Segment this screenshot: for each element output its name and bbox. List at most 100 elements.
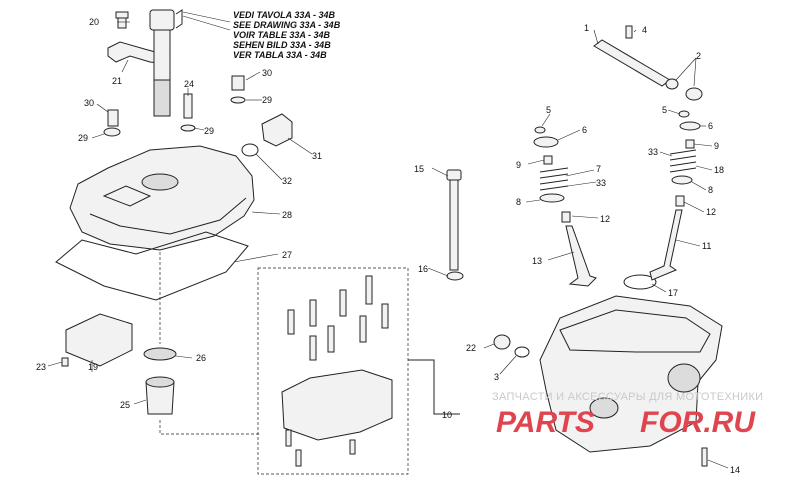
cover-guide-lines: [159, 252, 260, 435]
watermark: ЗАПЧАСТИ И АКСЕССУАРЫ ДЛЯ МОТОТЕХНИКИ PA…: [492, 391, 763, 439]
carrier-leader-10: [408, 359, 460, 415]
oring-32: [241, 143, 259, 157]
keeper-5-left: [534, 126, 546, 134]
callout-21: 21: [112, 76, 122, 86]
callout-29-left: 29: [78, 133, 88, 143]
callout-27: 27: [282, 250, 292, 260]
dowel-14: [701, 447, 708, 467]
bolt-30-right: [231, 75, 245, 91]
callout-16: 16: [418, 264, 428, 274]
callout-28: 28: [282, 210, 292, 220]
callout-11: 11: [702, 241, 711, 251]
callout-4: 4: [642, 25, 647, 35]
callout-29-center: 29: [204, 126, 214, 136]
seal-12-left: [561, 211, 571, 223]
cylinder-head-port: [667, 363, 701, 393]
carrier-bolt: [327, 325, 335, 353]
sensor-head: [149, 9, 175, 31]
spring-18: [669, 149, 697, 173]
screw-23: [61, 357, 69, 367]
valve-13: [565, 225, 597, 287]
dowel-pin: [285, 429, 292, 447]
spring-7: [539, 167, 569, 191]
valve-cover-rib: [89, 197, 247, 235]
washer-8-right: [671, 175, 693, 185]
callout-1: 1: [584, 23, 589, 33]
washer-29-left: [103, 127, 121, 137]
retainer-6-right: [679, 121, 701, 131]
callout-33-left: 33: [596, 178, 606, 188]
callout-17: 17: [668, 288, 678, 298]
carrier-bolt: [339, 289, 347, 317]
callout-31: 31: [312, 151, 322, 161]
plug-22: [493, 334, 511, 350]
callout-10: 10: [442, 410, 452, 420]
callout-15: 15: [414, 164, 424, 174]
carrier-bolts: [287, 275, 389, 361]
cylinder-head-port-2: [589, 397, 619, 419]
callout-6-left: 6: [582, 125, 587, 135]
valve-cover-boss: [102, 185, 152, 207]
reference-note-line-5: VER TABLA 33A - 34B: [233, 50, 327, 60]
gasket-27: [55, 231, 249, 301]
carrier-frame: [257, 267, 409, 475]
rocker-2b: [685, 87, 703, 101]
callout-5-left: 5: [546, 105, 551, 115]
seal-12-right: [675, 195, 685, 207]
callout-3: 3: [494, 372, 499, 382]
callout-18: 18: [714, 165, 724, 175]
dowel-pin: [295, 449, 302, 467]
callout-7: 7: [596, 164, 601, 174]
seal-3: [514, 346, 530, 358]
callout-32: 32: [282, 176, 292, 186]
reference-leader: [182, 11, 231, 31]
camshaft-carrier-10: [281, 369, 393, 441]
callout-22: 22: [466, 343, 476, 353]
reference-note-line-1: VEDI TAVOLA 33A - 34B: [233, 10, 336, 20]
reference-note: VEDI TAVOLA 33A - 34B SEE DRAWING 33A - …: [182, 10, 341, 60]
watermark-brand-a: PARTS: [496, 406, 595, 439]
camshaft-carrier-group: [257, 267, 460, 475]
stud-assembly: [446, 169, 464, 281]
sensor-plug: [175, 9, 183, 29]
washer-8-left: [539, 193, 565, 203]
callout-19: 19: [88, 362, 98, 372]
sensor-assembly: [107, 9, 183, 117]
carrier-bolt: [287, 309, 295, 335]
callout-8-right: 8: [708, 185, 713, 195]
callout-5-right: 5: [662, 105, 667, 115]
reference-note-line-2: SEE DRAWING 33A - 34B: [233, 20, 341, 30]
shaft-1: [593, 39, 671, 87]
carrier-bolt: [309, 299, 317, 327]
sensor-tip: [153, 79, 171, 117]
callout-labels: 20 21 30 29 24 29 30 29 31 32 28 27 19 2…: [36, 17, 740, 475]
callout-30-left: 30: [84, 98, 94, 108]
fitting-31: [261, 113, 293, 147]
seal-26: [143, 347, 177, 361]
callout-9-right: 9: [714, 141, 719, 151]
oring-17: [623, 274, 657, 290]
valve-cover-assembly: [55, 75, 293, 435]
reference-note-line-3: VOIR TABLE 33A - 34B: [233, 30, 331, 40]
retainer-6-left: [533, 136, 559, 148]
dowel-pin: [349, 439, 356, 455]
washer-29-right: [230, 96, 246, 104]
valve-cover-port: [141, 173, 179, 191]
callout-12-left: 12: [600, 214, 610, 224]
bolt-30-left: [107, 109, 119, 127]
callout-26: 26: [196, 353, 206, 363]
callout-14: 14: [730, 465, 740, 475]
sensor-body: [153, 29, 171, 81]
carrier-bolt: [359, 315, 367, 343]
watermark-tagline: ЗАПЧАСТИ И АКСЕССУАРЫ ДЛЯ МОТОТЕХНИКИ: [492, 391, 763, 403]
spark-tube-25-top: [145, 376, 175, 388]
callout-9-left: 9: [516, 160, 521, 170]
callout-29-right: 29: [262, 95, 272, 105]
carrier-bolt: [365, 275, 373, 305]
cylinder-head-deck: [559, 309, 711, 353]
reference-note-line-4: SEHEN BILD 33A - 34B: [233, 40, 331, 50]
callout-24: 24: [184, 79, 194, 89]
plate-19: [65, 313, 133, 367]
